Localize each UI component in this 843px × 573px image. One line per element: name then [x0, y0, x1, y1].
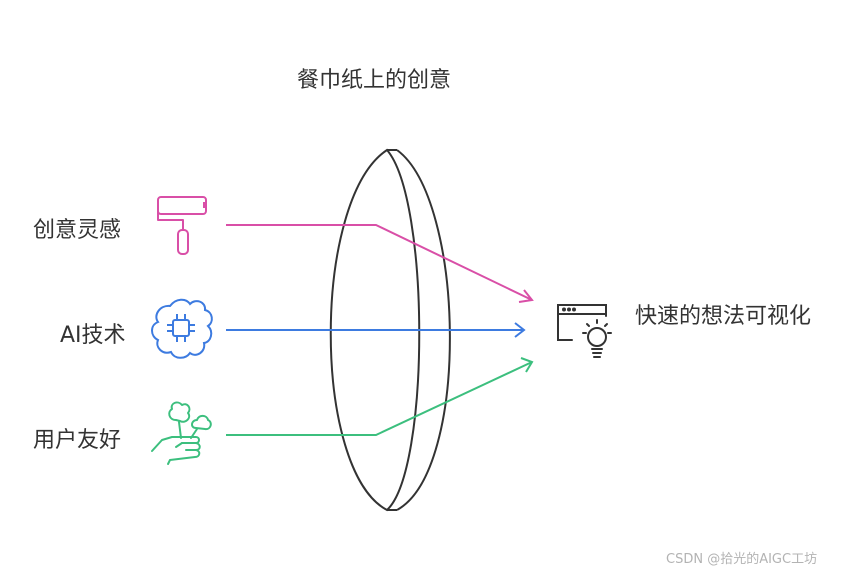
browser-lightbulb-icon: [557, 304, 612, 358]
arrow-user: [226, 357, 534, 436]
watermark: CSDN @拾光的AIGC工坊: [666, 552, 818, 567]
diagram-title: 餐巾纸上的创意: [297, 68, 452, 93]
ai-chip-brain-icon: [151, 298, 213, 359]
label-ai-technology: AI技术: [60, 323, 126, 348]
label-fast-idea-visualization: 快速的想法可视化: [635, 304, 812, 329]
arrow-inspiration: [226, 224, 534, 303]
hand-plant-icon: [151, 401, 212, 465]
label-user-friendly: 用户友好: [33, 428, 122, 453]
label-creative-inspiration: 创意灵感: [33, 218, 122, 243]
arrow-ai: [226, 322, 526, 338]
paint-roller-icon: [157, 196, 207, 255]
lens-back-edge: [396, 149, 451, 511]
